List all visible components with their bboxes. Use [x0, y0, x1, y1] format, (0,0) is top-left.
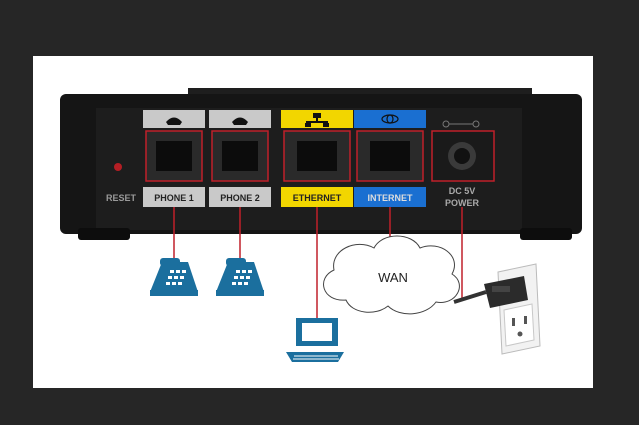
power-label-line2: POWER: [445, 198, 480, 208]
ip-phone-icon-1: [150, 258, 198, 296]
ip-phone-icon-2: [216, 258, 264, 296]
computer-icon: [286, 318, 344, 362]
power-label-line1: DC 5V: [449, 186, 476, 196]
wan-label: WAN: [378, 270, 408, 285]
port-label-phone-2: PHONE 2: [220, 193, 260, 203]
wan-cloud: WAN: [323, 235, 460, 315]
port-ethernet: ETHERNET: [281, 110, 353, 207]
connector-lines: [173, 207, 463, 318]
power-port: DC 5V POWER: [431, 120, 495, 208]
port-label-internet: INTERNET: [368, 193, 414, 203]
telephone-icon: [232, 117, 248, 125]
port-internet: INTERNET: [354, 110, 426, 207]
port-phone-2: PHONE 2: [209, 110, 271, 207]
telephone-icon: [166, 117, 182, 125]
polarity-icon: [442, 120, 480, 128]
device-foot-right: [520, 228, 572, 240]
port-phone-1: PHONE 1: [143, 110, 205, 207]
reset-button: [114, 163, 122, 171]
port-label-phone-1: PHONE 1: [154, 193, 194, 203]
device-foot-left: [78, 228, 130, 240]
power-plug: [453, 276, 528, 308]
network-icon: [305, 113, 329, 127]
reset-label: RESET: [106, 193, 137, 203]
port-label-ethernet: ETHERNET: [293, 193, 342, 203]
globe-icon: [381, 114, 399, 124]
